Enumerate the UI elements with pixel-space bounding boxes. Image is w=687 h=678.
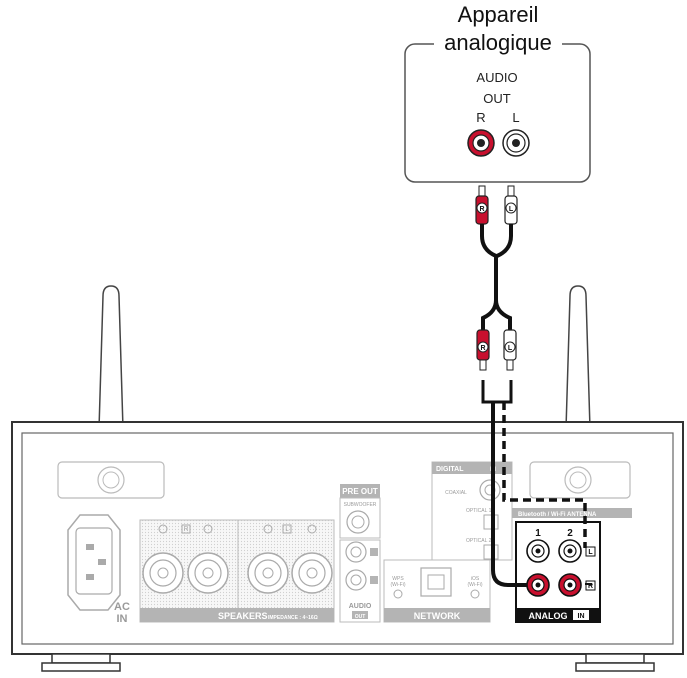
bt-antenna-label: Bluetooth / Wi-Fi ANTENNA — [518, 512, 597, 518]
out-label: OUT — [483, 91, 511, 106]
audio-out-label: AUDIO — [349, 603, 372, 610]
top-left-plug: L — [504, 185, 518, 225]
left-foot — [41, 653, 121, 672]
bottom-left-plug: L — [503, 329, 517, 371]
rca-cable: R L R L — [475, 185, 518, 404]
cable-routing — [491, 402, 592, 587]
coaxial-label: COAXIAL — [445, 490, 467, 496]
right-foot — [575, 653, 655, 672]
bottom-right-plug-letter: R — [480, 345, 485, 352]
top-right-plug-letter: R — [479, 206, 484, 213]
ac-inlet: AC IN — [67, 514, 130, 625]
network-section: NETWORK WPS (Wi-Fi) iOS (Wi-Fi) — [383, 559, 491, 623]
input2-label: 2 — [567, 528, 573, 539]
input1-label: 1 — [535, 528, 541, 539]
device-title-line2: analogique — [444, 30, 552, 55]
ac-label-2: IN — [117, 613, 128, 625]
top-left-plug-letter: L — [509, 206, 514, 213]
top-right-plug: R — [475, 185, 489, 225]
analog-in1-right-jack — [526, 573, 550, 597]
audio-label: AUDIO — [476, 70, 517, 85]
bt-antenna-bar — [512, 508, 632, 518]
left-antenna — [97, 285, 125, 463]
analog-in2-left-jack — [558, 539, 582, 563]
spk-left-badge: L — [285, 527, 289, 533]
device-right-jack — [467, 129, 495, 157]
right-antenna — [564, 285, 592, 463]
right-label: R — [476, 110, 485, 125]
ios-label-2: (Wi-Fi) — [468, 582, 483, 588]
wps-label-2: (Wi-Fi) — [391, 582, 406, 588]
bottom-right-plug: R — [476, 329, 490, 371]
wps-label-1: WPS — [392, 576, 404, 582]
digital-label: DIGITAL — [436, 466, 464, 473]
pre-out-section: PRE OUT SUBWOOFER AUDIO OUT — [339, 484, 381, 623]
network-label: NETWORK — [414, 611, 461, 621]
analog-in-section: 1 2 L — [515, 521, 601, 623]
rear-panel: AC IN SPEAKERS IMPEDANCE : 4~16Ω R L — [11, 402, 684, 672]
ac-label-1: AC — [114, 601, 130, 613]
analog-label: ANALOG — [529, 611, 568, 621]
subwoofer-label: SUBWOOFER — [344, 502, 377, 508]
analog-in2-right-jack — [558, 573, 582, 597]
spk-right-badge: R — [184, 527, 189, 533]
port-r-badge: R — [588, 583, 593, 590]
analog-in-badge: IN — [578, 613, 585, 620]
bottom-left-plug-letter: L — [508, 345, 513, 352]
device-title-line1: Appareil — [458, 2, 539, 27]
impedance-label: IMPEDANCE : 4~16Ω — [268, 615, 318, 621]
speakers-section: SPEAKERS IMPEDANCE : 4~16Ω R L — [139, 519, 335, 623]
speakers-label: SPEAKERS — [218, 611, 268, 621]
device-left-jack — [502, 129, 530, 157]
left-label: L — [512, 110, 519, 125]
optical1-label: OPTICAL 1 — [466, 508, 492, 514]
analog-device: Appareil analogique AUDIO OUT R L — [404, 2, 591, 183]
optical2-label: OPTICAL 2 — [466, 538, 492, 544]
analog-in1-left-jack — [526, 539, 550, 563]
port-l-badge: L — [588, 549, 593, 556]
ios-label-1: iOS — [471, 576, 480, 582]
digital-section: DIGITAL IN COAXIAL OPTICAL 1 OPTICAL 2 — [431, 461, 513, 561]
pre-out-label: PRE OUT — [342, 487, 378, 496]
audio-out-badge: OUT — [355, 614, 366, 620]
